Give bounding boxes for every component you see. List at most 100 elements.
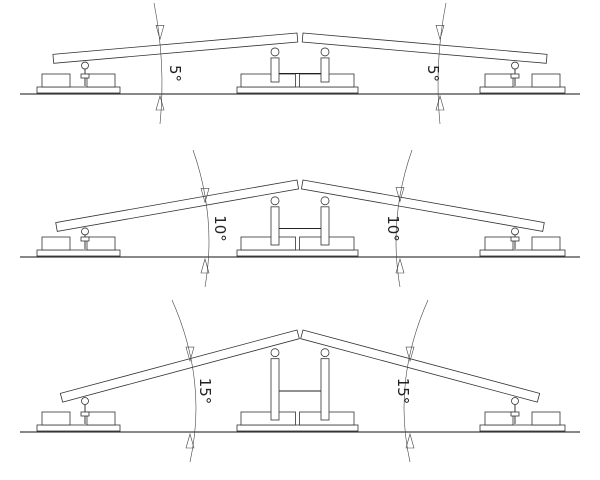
tilt-row-10: 10° 10° — [20, 149, 580, 288]
tilt-angle-label: 15° — [196, 378, 214, 405]
arrow-down-icon — [185, 346, 195, 363]
ballast-stone — [41, 236, 71, 251]
rear-support-post — [320, 57, 330, 83]
clamp-bracket — [511, 227, 519, 236]
ballast-base — [36, 86, 121, 94]
ballast-stone — [240, 411, 296, 426]
ballast-stone — [86, 73, 116, 88]
arrow-down-icon — [155, 25, 165, 41]
arrow-down-icon — [395, 187, 405, 203]
ballast-stone — [531, 411, 561, 426]
ballast-stone — [86, 411, 116, 426]
ballast-base — [479, 86, 566, 94]
right-panel — [301, 32, 548, 86]
ballast-base — [479, 249, 566, 257]
ballast-base — [236, 424, 359, 432]
ballast-stone — [484, 236, 514, 251]
angle-indicator-left: 15° — [171, 299, 214, 463]
angle-arc — [403, 299, 429, 463]
panel-profile — [300, 179, 545, 232]
ballast-stone — [240, 73, 296, 88]
ballast-base — [36, 424, 121, 432]
ballast-block — [36, 411, 121, 432]
arrow-up-icon — [405, 432, 415, 449]
angle-arc — [153, 2, 163, 125]
arrow-down-icon — [405, 346, 415, 363]
angle-arc — [192, 149, 210, 288]
bolt-nut — [80, 236, 90, 242]
clamp-bracket — [511, 61, 519, 70]
arrow-up-icon — [395, 257, 405, 274]
ballast-stone — [86, 236, 116, 251]
ballast-stone — [484, 73, 514, 88]
bolt-nut — [510, 73, 520, 79]
tilt-row-5: 5° 5° — [20, 2, 580, 125]
ballast-stone — [41, 73, 71, 88]
arrow-up-icon — [200, 257, 210, 274]
ballast-block — [479, 236, 566, 257]
panel-profile — [300, 329, 541, 403]
clamp-bracket — [320, 196, 330, 206]
angle-indicator-right: 15° — [394, 299, 429, 463]
rear-support-post — [270, 206, 280, 246]
rear-support-post — [320, 358, 330, 421]
tilt-row-15: 15° 15° — [20, 299, 580, 463]
ballast-stone — [41, 411, 71, 426]
left-panel — [55, 179, 300, 249]
angle-arc — [171, 299, 197, 463]
arrow-up-icon — [155, 94, 165, 111]
rear-support-post — [320, 206, 330, 246]
bolt-nut — [510, 236, 520, 242]
ballast-block — [479, 73, 566, 94]
angle-indicator-left: 10° — [192, 149, 229, 288]
right-panel — [300, 179, 545, 249]
clamp-bracket — [270, 196, 280, 206]
bolt-nut — [510, 411, 520, 417]
ballast-block — [36, 236, 121, 257]
tilt-angle-label: 15° — [394, 378, 412, 405]
angle-indicator-right: 10° — [384, 149, 413, 288]
ballast-block — [479, 411, 566, 432]
rear-support-post — [270, 358, 280, 421]
panel-profile — [301, 32, 548, 64]
clamp-bracket — [81, 397, 89, 405]
left-panel — [52, 32, 299, 86]
ballast-block — [236, 236, 359, 257]
ballast-block — [236, 411, 359, 432]
rear-support-post — [270, 57, 280, 83]
clamp-bracket — [320, 348, 330, 358]
ballast-stone — [484, 411, 514, 426]
clamp-bracket — [270, 47, 280, 57]
angle-indicator-left: 5° — [153, 2, 184, 125]
tilt-angle-label: 10° — [384, 215, 402, 242]
arrow-down-icon — [435, 25, 445, 41]
ballast-base — [236, 86, 359, 94]
clamp-bracket — [511, 397, 519, 405]
right-panel — [300, 329, 541, 424]
ballast-base — [479, 424, 566, 432]
angle-indicator-right: 5° — [424, 2, 447, 125]
panel-profile — [59, 329, 300, 403]
ballast-block — [36, 73, 121, 94]
angle-arc — [395, 149, 413, 288]
clamp-bracket — [81, 227, 89, 236]
ballast-base — [236, 249, 359, 257]
bolt-nut — [80, 73, 90, 79]
arrow-down-icon — [200, 187, 210, 204]
left-panel — [59, 329, 300, 424]
bolt-nut — [80, 411, 90, 417]
arrow-up-icon — [185, 432, 195, 449]
tilt-angle-label: 5° — [166, 65, 184, 82]
clamp-bracket — [81, 61, 89, 70]
clamp-bracket — [270, 348, 280, 358]
angle-arc — [437, 2, 447, 125]
panel-profile — [55, 179, 300, 232]
ballast-stone — [240, 236, 296, 251]
ballast-block — [236, 73, 359, 94]
arrow-up-icon — [435, 94, 445, 111]
tilt-angle-label: 10° — [211, 215, 229, 242]
panel-profile — [52, 32, 299, 64]
clamp-bracket — [320, 47, 330, 57]
ballast-stone — [531, 236, 561, 251]
